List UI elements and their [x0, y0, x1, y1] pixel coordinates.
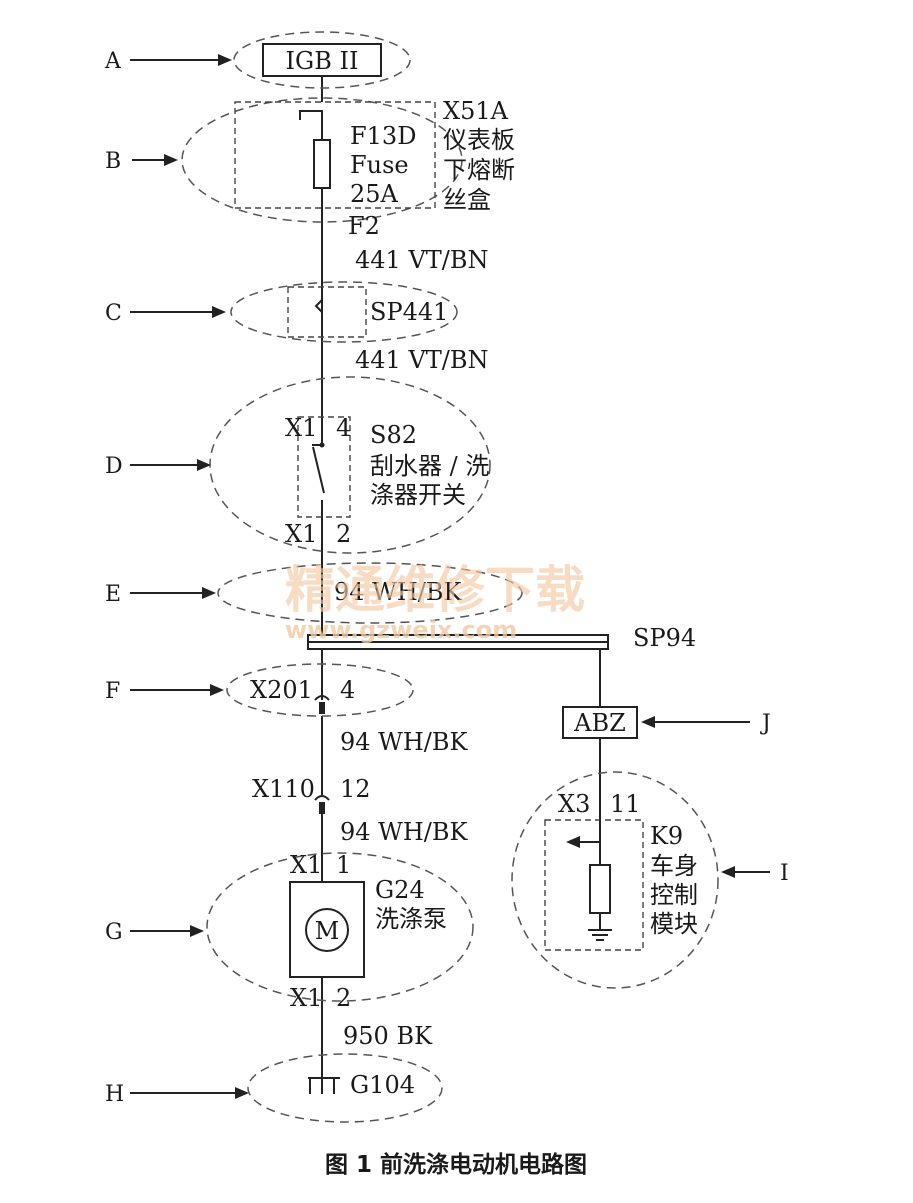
figure-caption: 图 1 前洗涤电动机电路图 — [325, 1151, 587, 1178]
fuse-location-2: 下熔断 — [443, 156, 515, 184]
bcm-id: K9 — [650, 822, 683, 850]
fuse-block-outline — [234, 101, 436, 209]
arrow-head-a — [218, 54, 232, 66]
x201-connector-symbol — [314, 695, 330, 701]
splice-441-symbol — [314, 299, 323, 313]
x110-connector: X110 — [252, 775, 315, 803]
x110-pin: 12 — [340, 775, 371, 803]
switch-name-2: 涤器开关 — [370, 481, 466, 509]
splice-441-outline — [287, 286, 367, 338]
ground-label: G104 — [350, 1071, 415, 1099]
x201-connector: X201 — [250, 676, 313, 704]
callout-label-g: G — [105, 920, 123, 945]
callout-ellipse-a — [233, 31, 411, 89]
arrow-head-d — [197, 459, 211, 471]
motor-label: M — [315, 917, 340, 945]
igb-box — [262, 43, 382, 77]
callout-label-b: B — [105, 149, 121, 174]
callout-label-c: C — [105, 301, 122, 326]
callout-label-d: D — [105, 454, 123, 479]
callout-ellipse-b — [181, 97, 463, 223]
pump-bottom-connector: X1 — [290, 984, 322, 1012]
fuse-connector: X51A — [443, 97, 509, 125]
arrow-head-h — [235, 1087, 249, 1099]
callout-label-j: J — [760, 711, 771, 736]
fuse-id: F13D — [350, 122, 416, 150]
bcm-name-3: 模块 — [650, 910, 698, 938]
pump-top-pin: 1 — [336, 851, 351, 879]
switch-blade — [312, 446, 325, 494]
fuse-location-1: 仪表板 — [443, 126, 515, 154]
callout-ellipse-f — [226, 663, 414, 717]
x201-pin: 4 — [340, 676, 355, 704]
switch-top-pin: 4 — [336, 414, 351, 442]
bcm-pin: 11 — [610, 790, 641, 818]
switch-outline — [297, 416, 351, 518]
pump-bottom-pin: 2 — [336, 984, 351, 1012]
pump-name: 洗涤泵 — [375, 905, 447, 933]
switch-pivot — [319, 442, 325, 448]
arrow-head-g — [190, 925, 204, 937]
callout-ellipse-i — [511, 771, 719, 989]
x201-connector-pin — [319, 702, 325, 714]
bcm-input-arrow — [566, 836, 580, 848]
callout-ellipse-h — [247, 1053, 443, 1123]
fuse-block-terminal — [299, 110, 323, 120]
wire-94-mid-label: 94 WH/BK — [340, 728, 468, 756]
splice-94-label: SP94 — [633, 624, 696, 652]
callout-ellipse-g — [206, 852, 474, 1002]
watermark-text: 精通维修下载 — [285, 561, 585, 619]
x110-connector-pin — [319, 802, 325, 814]
callout-label-f: F — [105, 679, 120, 704]
bcm-name-1: 车身 — [650, 852, 698, 880]
abz-label: ABZ — [573, 709, 626, 737]
watermark-url: www.gzweix.com — [285, 616, 517, 644]
bcm-connector: X3 — [558, 790, 590, 818]
arrow-head-e — [202, 587, 216, 599]
callout-label-e: E — [105, 582, 121, 607]
callout-label-a: A — [104, 49, 122, 74]
abz-box — [562, 706, 638, 739]
fuse-location-3: 丝盒 — [443, 186, 491, 214]
wire-950-label: 950 BK — [343, 1022, 433, 1050]
wire-441-bottom-label: 441 VT/BN — [355, 346, 489, 374]
wire-94-top-label: 94 WH/BK — [334, 578, 462, 606]
switch-bottom-pin: 2 — [336, 520, 351, 548]
arrow-head-c — [212, 306, 226, 318]
igb-label: IGB II — [286, 47, 359, 75]
fuse-rating: 25A — [350, 180, 399, 208]
fuse-type: Fuse — [350, 151, 409, 179]
arrow-head-i — [721, 866, 735, 878]
switch-name-1: 刮水器 / 洗 — [370, 452, 489, 480]
pump-top-connector: X1 — [290, 851, 322, 879]
splice-441-label: SP441 — [370, 298, 448, 326]
switch-id: S82 — [370, 421, 417, 449]
fuse-symbol — [313, 139, 331, 189]
arrow-head-b — [164, 154, 178, 166]
bcm-resistor — [589, 864, 611, 914]
callout-label-i: I — [780, 861, 789, 886]
fuse-pin: F2 — [348, 212, 380, 240]
switch-top-connector: X1 — [285, 414, 317, 442]
x110-connector-symbol — [314, 795, 330, 801]
switch-bottom-connector: X1 — [285, 520, 317, 548]
arrow-head-j — [641, 716, 655, 728]
bcm-outline — [544, 819, 644, 951]
callout-ellipse-c — [230, 281, 458, 343]
motor-symbol — [305, 908, 349, 952]
callout-ellipse-e — [217, 562, 523, 624]
bcm-name-2: 控制 — [650, 881, 698, 909]
arrow-head-f — [210, 684, 224, 696]
wire-441-top-label: 441 VT/BN — [355, 246, 489, 274]
pump-id: G24 — [375, 876, 425, 904]
callout-label-h: H — [105, 1082, 124, 1107]
wire-94-low-label: 94 WH/BK — [340, 818, 468, 846]
